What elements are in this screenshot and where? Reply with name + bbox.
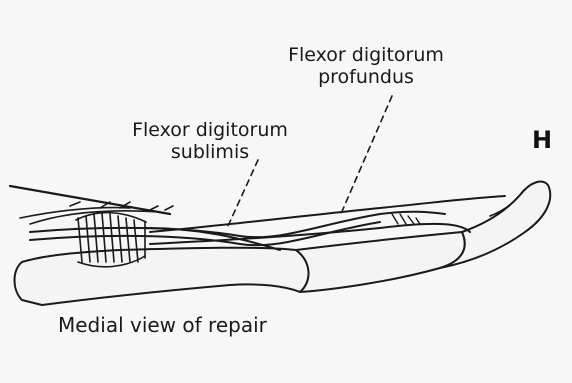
tendon-sheath-upper — [150, 196, 505, 232]
suture-strands — [20, 208, 160, 224]
fdp-label-line-2: profundus — [250, 66, 482, 88]
panel-letter: H — [532, 126, 552, 154]
joint-hatching — [392, 214, 420, 224]
fds-label-line-2: sublimis — [110, 141, 310, 163]
fds-leader-line — [228, 160, 258, 226]
label-flexor-digitorum-sublimis: Flexor digitorum sublimis — [110, 119, 310, 163]
fdp-tendon — [30, 212, 445, 238]
figure-caption: Medial view of repair — [58, 313, 267, 337]
label-flexor-digitorum-profundus: Flexor digitorum profundus — [250, 44, 482, 88]
middle-phalanx-outline — [296, 232, 465, 292]
fdp-leader-line — [340, 96, 392, 216]
fds-label-line-1: Flexor digitorum — [110, 119, 310, 141]
proximal-phalanx-outline — [15, 248, 309, 305]
suture-wire — [10, 186, 170, 214]
fdp-label-line-1: Flexor digitorum — [250, 44, 482, 66]
